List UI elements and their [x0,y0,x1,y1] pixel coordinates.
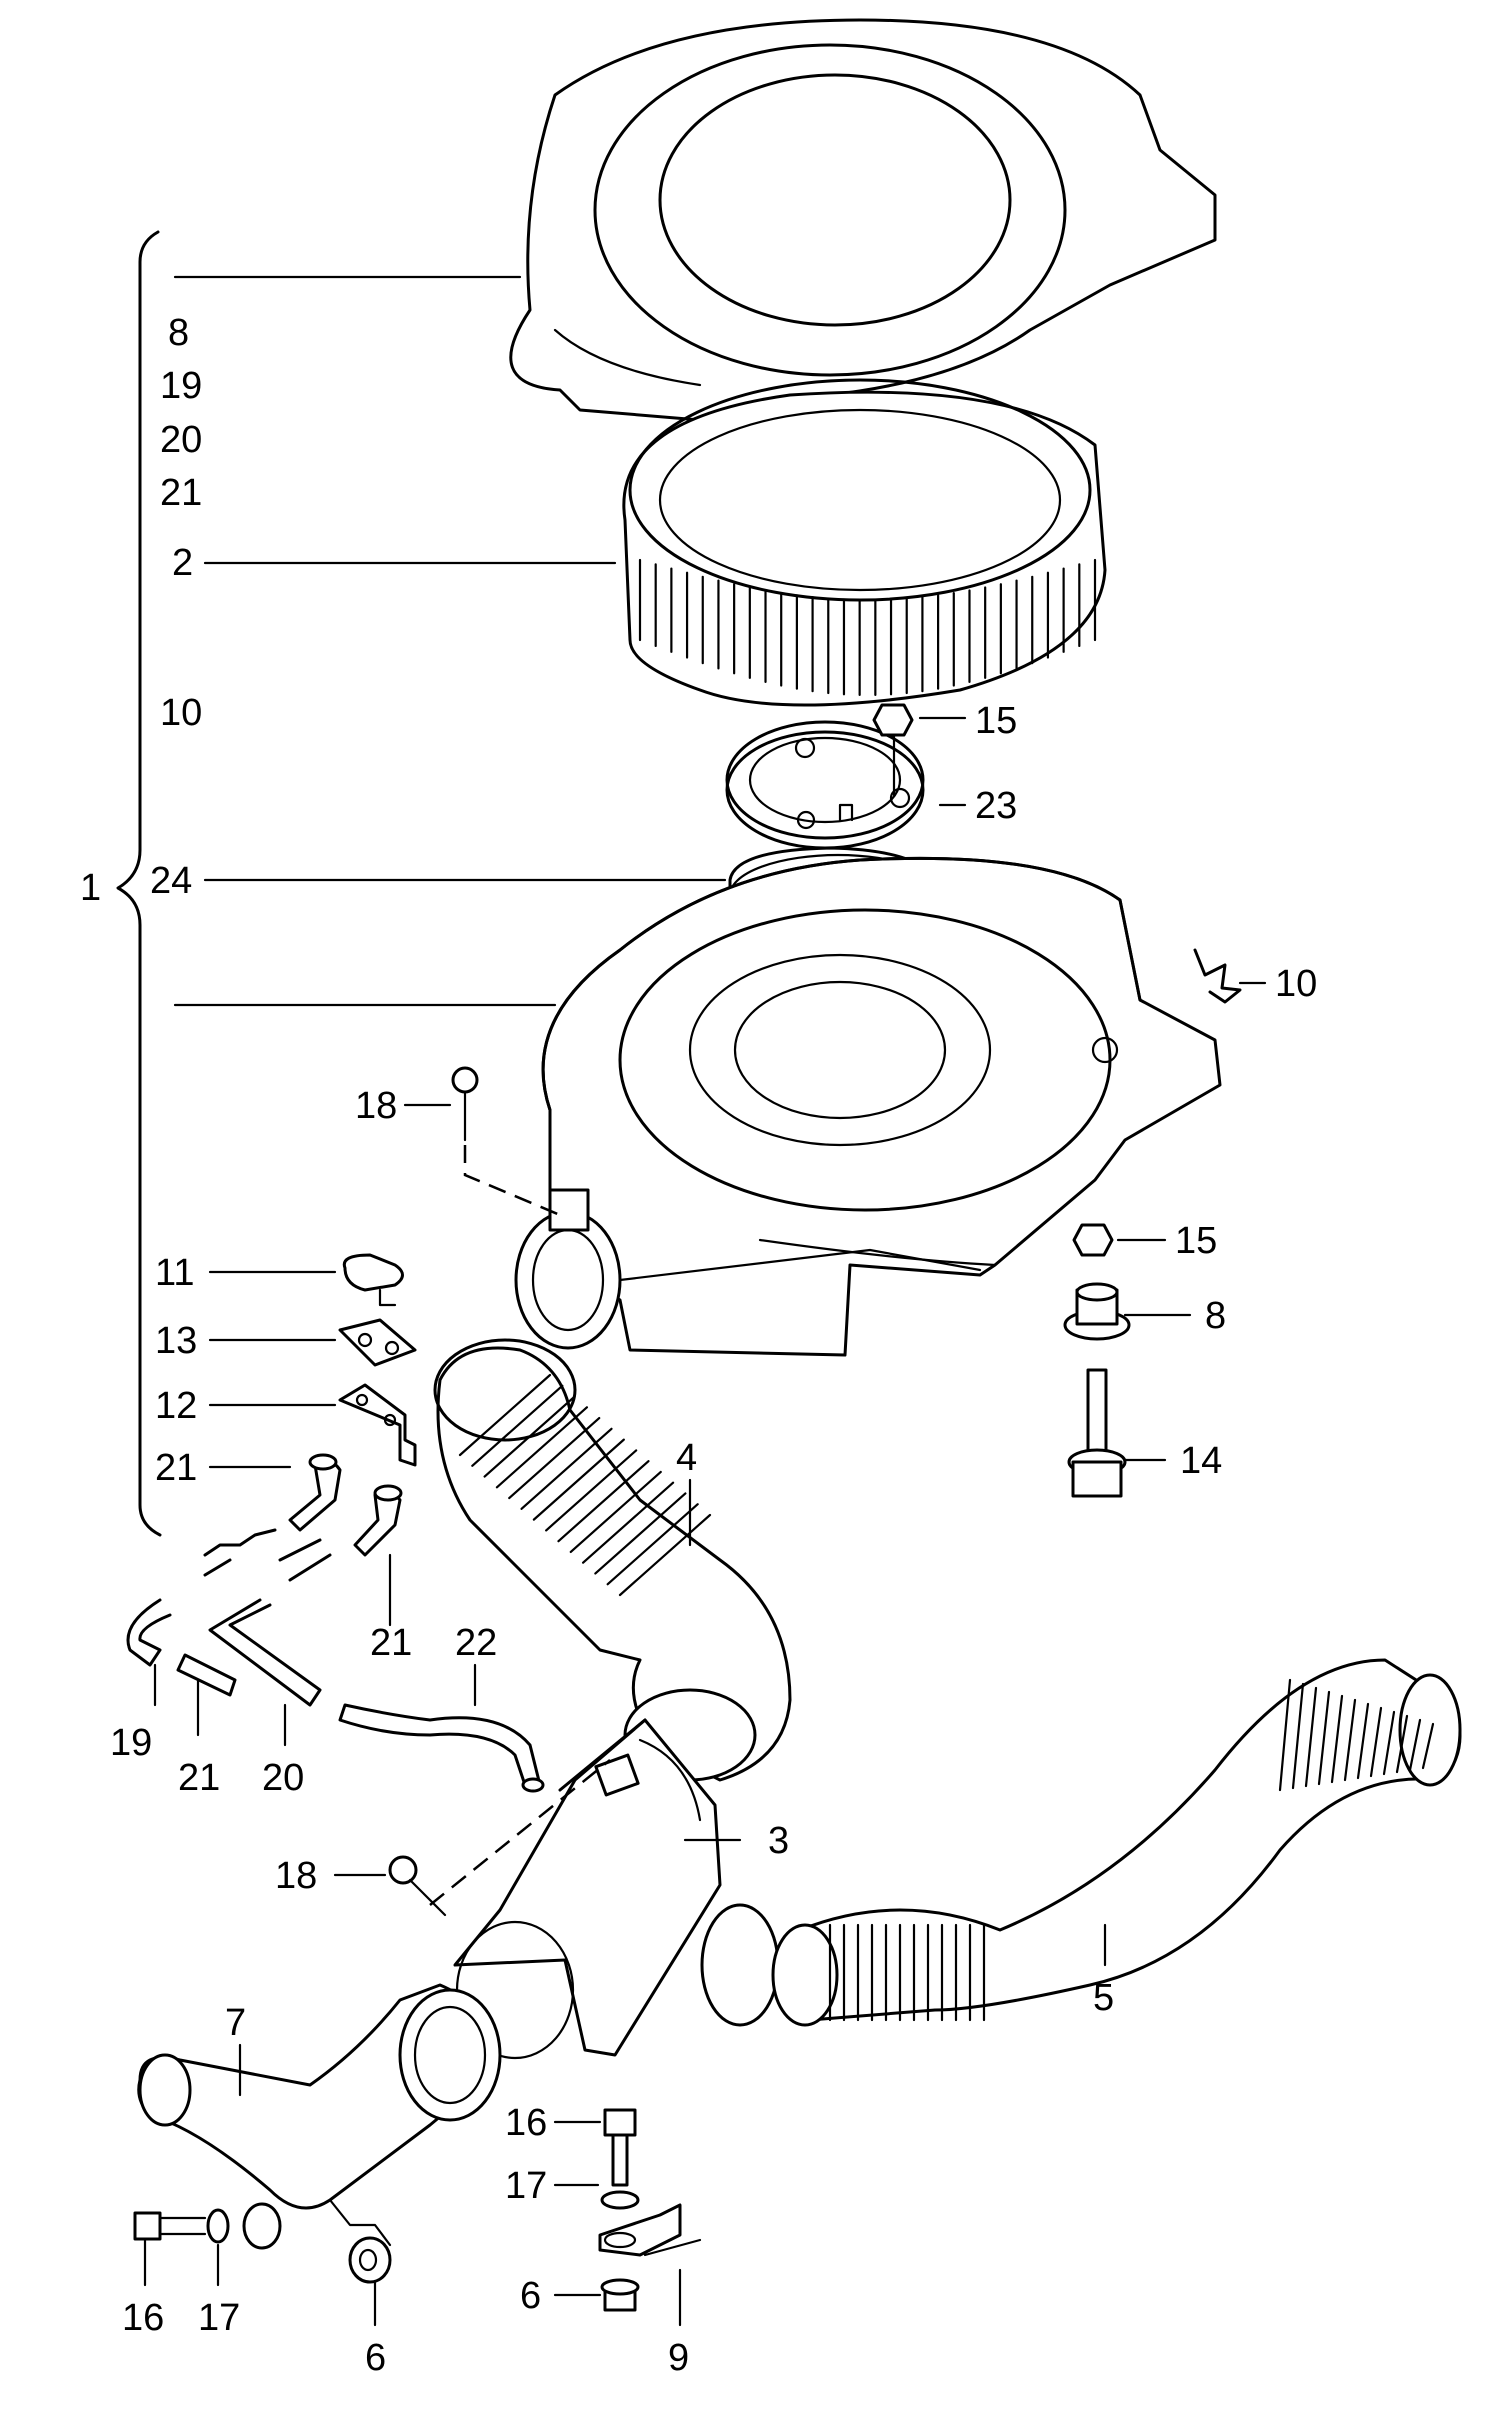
callout-14: 14 [1180,1440,1222,1482]
callout-21-bottom: 21 [178,1757,220,1799]
vent-pipe-20 [208,1538,332,1707]
callout-11: 11 [155,1252,194,1294]
vent-hose-21-lower [176,1653,237,1697]
callout-23: 23 [975,785,1017,827]
callout-17-center: 17 [505,2165,547,2207]
vent-pipe-19 [126,1528,277,1667]
callout-20-group: 20 [160,419,202,461]
callout-24: 24 [150,860,192,902]
callout-2: 2 [172,542,193,584]
intake-hose-4 [433,1338,792,1782]
callout-13: 13 [155,1320,197,1362]
bolt-16-left [133,2211,207,2241]
nut-15-top [872,703,914,797]
washer-17-center [600,2190,640,2210]
hose-4-ribs [458,1373,712,1597]
callout-6-left: 6 [365,2337,386,2379]
bolt-16-center [603,2108,637,2187]
callout-21-left: 21 [155,1447,197,1489]
callout-15-lower: 15 [1175,1220,1217,1262]
clip-10 [1193,948,1242,1004]
group-1-brace [116,230,162,1537]
hose-5-ribs [828,1678,1435,2022]
intake-silencer-3 [429,1718,780,2060]
callout-6-center: 6 [520,2275,541,2317]
callout-18-lower: 18 [275,1855,317,1897]
grommet-6-left [348,2236,392,2284]
grommet-6-center [600,2278,640,2312]
callout-17-left: 17 [198,2297,240,2339]
callout-8-right: 8 [1205,1295,1226,1337]
leader-lines [143,275,1267,2327]
inlet-elbow-7 [137,1983,502,2247]
callout-7: 7 [225,2002,246,2044]
callout-21-mid: 21 [370,1622,412,1664]
grommet-8 [1063,1282,1131,1341]
callout-21-group: 21 [160,472,202,514]
vent-hose-21-right [353,1484,403,1557]
callout-22: 22 [455,1622,497,1664]
callout-12: 12 [155,1385,197,1427]
vent-hose-21-upper [288,1453,342,1532]
vent-hose-22 [338,1703,545,1793]
callout-16-center: 16 [505,2102,547,2144]
washer-17-left [206,2208,230,2244]
callout-8-group: 8 [168,312,189,354]
callout-18-top: 18 [355,1085,397,1127]
callout-1: 1 [80,867,101,909]
callout-10-right: 10 [1275,963,1317,1005]
screw-18-top [451,1066,561,1217]
stud-14 [1067,1368,1127,1498]
air-filter-housing [514,856,1222,1357]
callout-16-left: 16 [122,2297,164,2339]
callout-numbers: 1 8 19 20 21 2 10 24 15 23 10 15 8 14 18… [80,312,1317,2379]
intake-hose-5 [771,1658,1462,2027]
callout-9: 9 [668,2337,689,2379]
callout-3: 3 [768,1820,789,1862]
filter-pleats [638,558,1097,697]
callout-20-bottom: 20 [262,1757,304,1799]
filter-element [622,378,1107,707]
callout-4: 4 [676,1437,697,1479]
callout-5: 5 [1093,1977,1114,2019]
callout-19-bottom: 19 [110,1722,152,1764]
screw-18-lower [388,1855,447,1917]
callout-15-top: 15 [975,700,1017,742]
bush-left [242,2202,282,2250]
bracket-12 [338,1383,417,1467]
nut-15-lower [1072,1223,1114,1257]
air-filter-lid [509,18,1217,432]
callout-19-group: 19 [160,365,202,407]
gasket-13 [338,1318,417,1367]
callout-10-group: 10 [160,692,202,734]
bracket-9 [598,2203,702,2257]
cap-11 [342,1253,404,1307]
